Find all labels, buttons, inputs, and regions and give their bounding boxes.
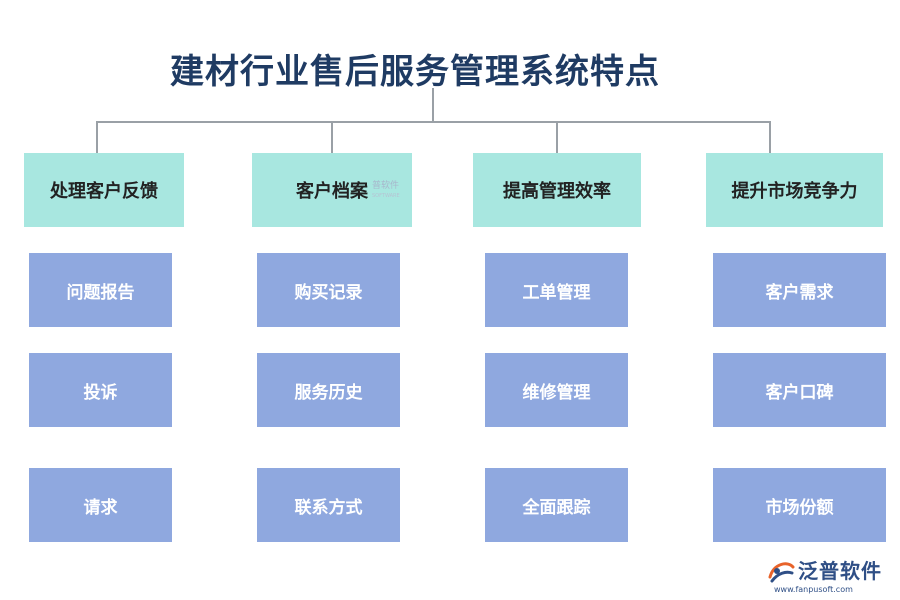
connector-horizontal [96,121,771,123]
logo-name: 泛普软件 [798,559,882,583]
item-box: 服务历史 [257,353,400,427]
item-box: 客户口碑 [713,353,886,427]
category-box: 客户档案 [252,153,412,227]
connector-drop-3 [556,121,558,154]
fanpu-logo: 泛普软件 www.fanpusoft.com [766,555,896,597]
category-box: 提高管理效率 [473,153,641,227]
connector-trunk [432,88,434,122]
item-box: 请求 [29,468,172,542]
item-box: 市场份额 [713,468,886,542]
connector-drop-2 [331,121,333,154]
category-box: 提升市场竞争力 [706,153,883,227]
watermark-mini: 普软件 SOFTWARE [372,181,400,199]
item-box: 问题报告 [29,253,172,327]
connector-drop-4 [769,121,771,154]
item-box: 投诉 [29,353,172,427]
item-box: 全面跟踪 [485,468,628,542]
item-box: 客户需求 [713,253,886,327]
item-box: 维修管理 [485,353,628,427]
item-box: 购买记录 [257,253,400,327]
category-box: 处理客户反馈 [24,153,184,227]
logo-url: www.fanpusoft.com [774,585,853,594]
item-box: 工单管理 [485,253,628,327]
connector-drop-1 [96,121,98,154]
logo-icon [768,562,795,583]
diagram-title: 建材行业售后服务管理系统特点 [170,52,660,92]
item-box: 联系方式 [257,468,400,542]
